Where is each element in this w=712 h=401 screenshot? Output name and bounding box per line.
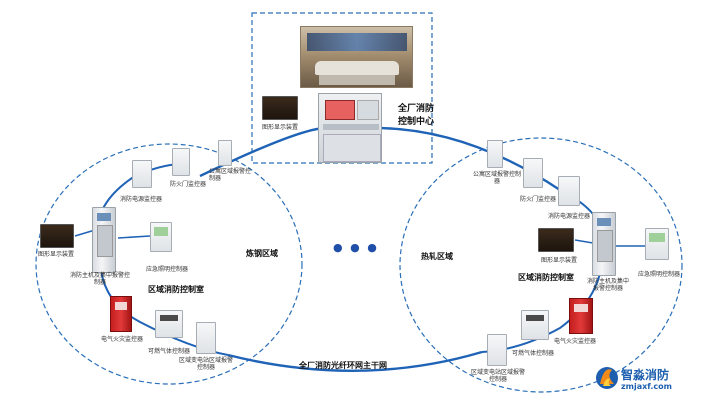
left-fire-door-label: 防火门监控器: [170, 181, 207, 188]
right-fire-door-monitor: [523, 158, 543, 188]
backbone-bottom: [227, 350, 483, 372]
right-substation-label: 区域变电站区域报警控制器: [470, 369, 525, 383]
left-electrical-fire-monitor: [110, 296, 132, 332]
right-substation-panel: [487, 334, 507, 366]
right-room-label: 区域消防控制室: [518, 272, 574, 282]
left-fire-door-monitor: [172, 148, 190, 176]
left-main-controller-cabinet: [92, 207, 116, 273]
left-gas-controller: [155, 310, 183, 338]
right-emergency-light-label: 应急照明控制器: [638, 271, 681, 278]
left-region-boundary: [35, 143, 303, 385]
left-graphic-display: [40, 224, 74, 248]
left-main-controller-label: 消防主机及集中报警控制器: [70, 272, 131, 286]
left-power-monitor: [132, 160, 152, 188]
left-link-emergency: [117, 235, 151, 239]
control-room-photo: [300, 26, 413, 88]
left-substation-panel: [196, 322, 216, 354]
right-power-monitor-label: 消防电源监控器: [548, 213, 591, 220]
control-center-title-line2: 控制中心: [398, 117, 435, 127]
right-display-label: 图形显示装置: [541, 257, 578, 264]
left-area-label: 炼钢区域: [246, 248, 278, 258]
backbone-label: 全厂消防光纤环网主干网: [299, 360, 387, 370]
right-graphic-display: [538, 228, 574, 252]
central-main-console: [318, 93, 382, 163]
right-public-panel: [487, 140, 503, 168]
left-emergency-light-label: 应急照明控制器: [146, 266, 189, 273]
right-main-controller-label: 消防主机及集中报警控制器: [586, 278, 629, 292]
control-center-title-line1: 全厂消防: [398, 104, 435, 114]
left-substation-label: 区域变电站区域报警控制器: [178, 357, 233, 371]
right-main-controller-cabinet: [592, 212, 616, 276]
right-link-display: [574, 239, 594, 244]
right-electrical-fire-label: 电气火灾监控器: [554, 338, 597, 345]
watermark-logo-icon: [596, 367, 618, 389]
right-gas-controller: [521, 310, 549, 340]
left-emergency-light-controller: [150, 222, 172, 252]
right-emergency-light-controller: [645, 228, 669, 260]
watermark-url: zmjaxf.com: [621, 382, 672, 391]
right-electrical-fire-monitor: [569, 298, 593, 334]
left-electrical-fire-label: 电气火灾监控器: [101, 336, 144, 343]
left-public-panel: [218, 140, 232, 166]
left-link-display: [74, 229, 96, 237]
control-center-boundary: [251, 12, 433, 164]
more-regions-ellipsis: ● ● ●: [333, 241, 379, 254]
left-room-label: 区域消防控制室: [148, 284, 204, 294]
central-display-label: 图形显示装置: [262, 124, 299, 131]
left-public-panel-label: 公寓区域报警控制器: [209, 168, 252, 182]
left-display-label: 图形显示装置: [38, 251, 75, 258]
left-power-monitor-label: 消防电源监控器: [120, 196, 163, 203]
right-region-boundary: [399, 137, 683, 393]
right-public-panel-label: 公寓区域报警控制器: [472, 171, 521, 185]
watermark-brand: 智淼消防: [621, 368, 670, 382]
right-area-label: 热轧区域: [421, 251, 453, 261]
right-fire-door-label: 防火门监控器: [520, 196, 557, 203]
left-gas-label: 可燃气体控制器: [148, 348, 191, 355]
right-gas-label: 可燃气体控制器: [512, 350, 555, 357]
right-power-monitor: [558, 176, 580, 206]
central-graphic-display: [262, 96, 298, 120]
